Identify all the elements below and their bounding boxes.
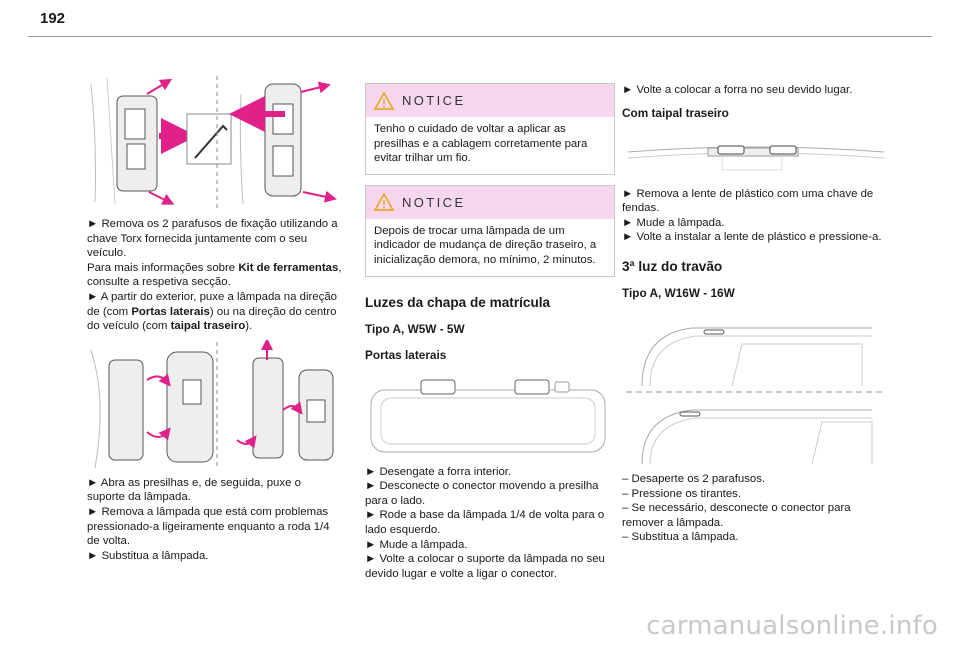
column-middle: NOTICE Tenho o cuidado de voltar a aplic… [365,83,615,581]
figure-tailgate-light [622,132,890,177]
warning-icon [374,91,394,110]
lamp-holder-instructions: ► Abra as presilhas e, de seguida, puxe … [87,476,342,564]
instruction-replace-bulb: ► Substitua a lâmpada. [87,549,209,562]
notice-box-clips: NOTICE Tenho o cuidado de voltar a aplic… [365,83,615,175]
instruction-step: – Desaperte os 2 parafusos. [622,472,766,485]
notice-body: Depois de trocar uma lâmpada de um indic… [374,224,597,266]
instruction-step: ► Volte a instalar a lente de plástico e… [622,231,882,244]
refit-trim-instruction: ► Volte a colocar a forra no seu devido … [622,83,890,98]
plate-light-instructions: ► Desengate a forra interior. ► Desconec… [365,465,615,582]
instruction-step: ► Remova a lente de plástico com uma cha… [622,187,874,215]
instruction-pull-lamp: ► A partir do exterior, puxe a lâmpada n… [87,290,337,333]
instruction-step: ► Desengate a forra interior. [365,465,512,478]
notice-title: NOTICE [402,93,466,108]
notice-header: NOTICE [366,185,614,219]
instruction-step: ► Volte a colocar o suporte da lâmpada n… [365,553,605,580]
figure-plate-light [365,374,615,459]
instruction-step: – Pressione os tirantes. [622,487,742,500]
instruction-step: ► Mude a lâmpada. [622,216,725,229]
instruction-step: ► Rode a base da lâmpada 1/4 de volta pa… [365,509,605,536]
page-number: 192 [40,10,66,27]
instruction-step: ► Desconecte o conector movendo a presil… [365,480,599,507]
watermark-text: carmanualsonline.info [646,611,938,641]
tailgate-instructions: ► Remova a lente de plástico com uma cha… [622,187,890,245]
tailgate-label: Com taipal traseiro [622,105,729,120]
notice-box-initialization: NOTICE Depois de trocar uma lâmpada de u… [365,184,615,277]
instruction-toolkit-ref: Para mais informações sobre Kit de ferra… [87,261,342,289]
instruction-step: ► Mude a lâmpada. [365,538,468,551]
brake-light-instructions: – Desaperte os 2 parafusos. – Pressione … [622,472,890,545]
header-rule [28,36,932,37]
column-left: ► Remova os 2 parafusos de fixação utili… [87,74,342,563]
warning-icon [374,193,394,211]
figure-lamp-holder [87,339,342,470]
bulb-type-label: Tipo A, W5W - 5W [365,321,465,336]
figure-brake-light [622,316,890,466]
instruction-step: – Substitua a lâmpada. [622,531,739,544]
lamp-removal-instructions: ► Remova os 2 parafusos de fixação utili… [87,217,342,334]
instruction-step: ► Volte a colocar a forra no seu devido … [622,84,853,96]
figure-lamp-removal [87,74,342,209]
instruction-remove-bulb: ► Remova a lâmpada que está com problema… [87,505,330,548]
column-right: ► Volte a colocar a forra no seu devido … [622,83,890,545]
side-doors-label: Portas laterais [365,347,447,362]
notice-header: NOTICE [366,84,614,117]
notice-title: NOTICE [402,194,466,210]
instruction-unscrew: ► Remova os 2 parafusos de fixação utili… [87,218,338,260]
section-title-brake-light: 3ª luz do travão [622,258,723,274]
brake-bulb-type-label: Tipo A, W16W - 16W [622,285,735,300]
section-title-plate-lights: Luzes da chapa de matrícula [365,294,551,310]
instruction-step: – Se necessário, desconecte o conector p… [622,502,851,529]
notice-body: Tenho o cuidado de voltar a aplicar as p… [374,123,588,165]
instruction-open-clips: ► Abra as presilhas e, de seguida, puxe … [87,476,301,504]
